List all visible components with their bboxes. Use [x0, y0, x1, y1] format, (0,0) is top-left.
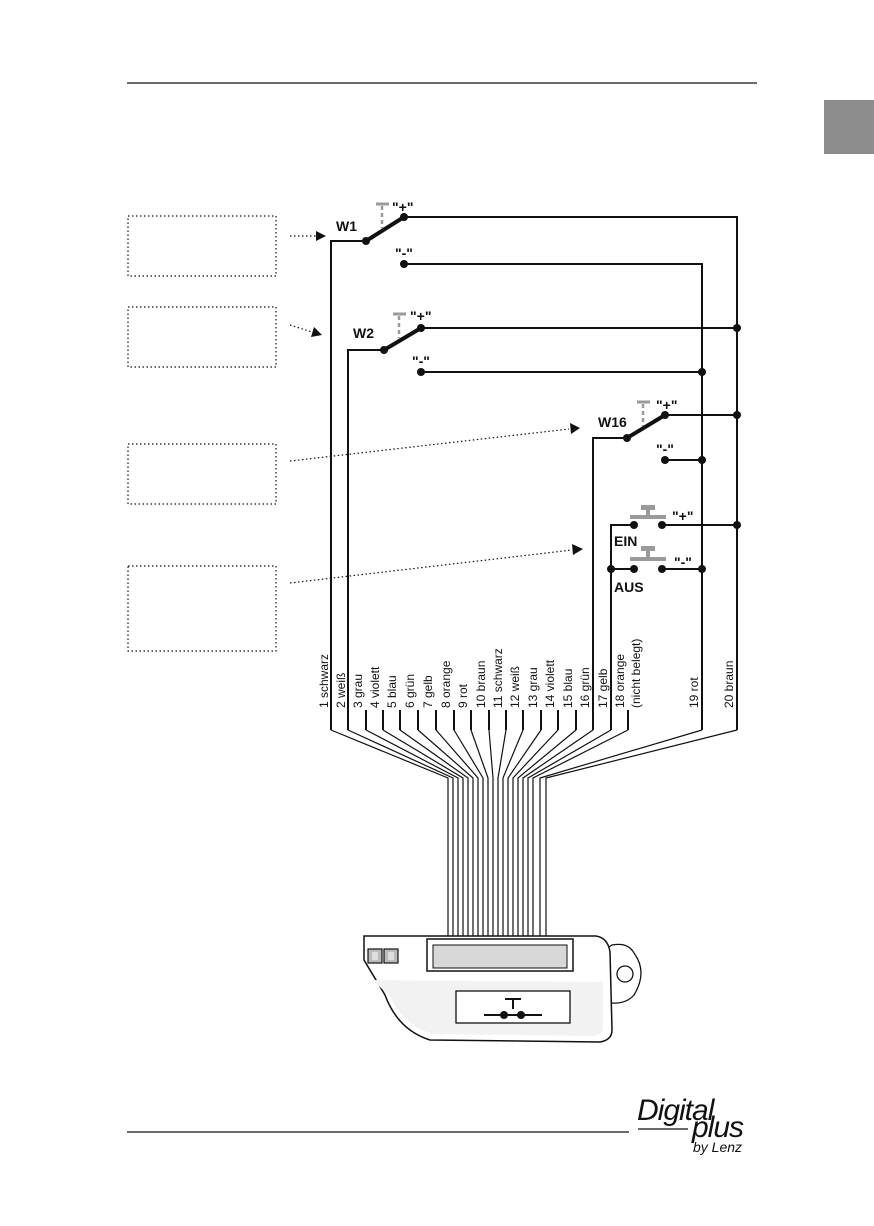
w1-label: W1 — [336, 218, 357, 234]
wire-label: 8 orange — [439, 660, 453, 708]
wire-label: 1 schwarz — [317, 654, 331, 708]
wire-label: 9 rot — [456, 683, 470, 708]
wire-label: 13 grau — [526, 667, 540, 708]
aus-minus-label: "-" — [674, 554, 692, 570]
wire-label: 20 braun — [722, 661, 736, 708]
w2-minus-label: "-" — [412, 353, 430, 369]
placeholder-box-1 — [128, 216, 276, 276]
wire-labels: 1 schwarz 2 weiß 3 grau 4 violett 5 blau… — [317, 639, 736, 708]
wire-label: 14 violett — [543, 659, 557, 708]
wire-label: 5 blau — [385, 675, 399, 708]
w16-minus-label: "-" — [656, 441, 674, 457]
placeholder-box-2 — [128, 307, 276, 367]
switch-w16: W16 "+" "-" — [598, 397, 677, 464]
dotted-arrows — [290, 231, 583, 583]
wire-label: 4 violett — [368, 666, 382, 708]
device-housing — [364, 936, 641, 1042]
button-ein: EIN "+" — [614, 505, 693, 549]
logo-line3: by Lenz — [693, 1139, 742, 1155]
w1-minus-label: "-" — [395, 245, 413, 261]
ein-plus-label: "+" — [672, 508, 693, 524]
switch-w2: W2 "+" "-" — [353, 308, 431, 376]
wire-label: 19 rot — [687, 677, 701, 708]
wire-label: (nicht belegt) — [629, 639, 643, 708]
wire-label: 17 gelb — [596, 668, 610, 708]
ein-label: EIN — [614, 533, 637, 549]
wiring — [331, 217, 741, 730]
wire-label: 12 weiß — [508, 666, 522, 708]
placeholder-box-4 — [128, 566, 276, 651]
w1-plus-label: "+" — [392, 199, 413, 215]
wire-label: 15 blau — [561, 669, 575, 708]
button-aus: AUS "-" — [614, 546, 692, 595]
wire-label: 11 schwarz — [491, 648, 505, 708]
wire-label: 3 grau — [351, 674, 365, 708]
wire-label: 10 braun — [474, 661, 488, 708]
w2-plus-label: "+" — [410, 308, 431, 324]
wire-label: 16 grün — [578, 667, 592, 708]
w2-label: W2 — [353, 325, 374, 341]
chapter-tab — [824, 100, 874, 154]
ribbon-cable — [331, 730, 737, 940]
switch-w1: W1 "+" "-" — [336, 199, 413, 268]
digital-plus-logo: Digital plus by Lenz — [637, 1094, 744, 1155]
w16-label: W16 — [598, 414, 627, 430]
wire-label: 6 grün — [403, 674, 417, 708]
wire-label: 7 gelb — [421, 675, 435, 708]
wire-label: 18 orange — [613, 654, 627, 708]
aus-label: AUS — [614, 579, 644, 595]
wire-label: 2 weiß — [334, 673, 348, 708]
w16-plus-label: "+" — [656, 397, 677, 413]
placeholder-box-3 — [128, 444, 276, 504]
